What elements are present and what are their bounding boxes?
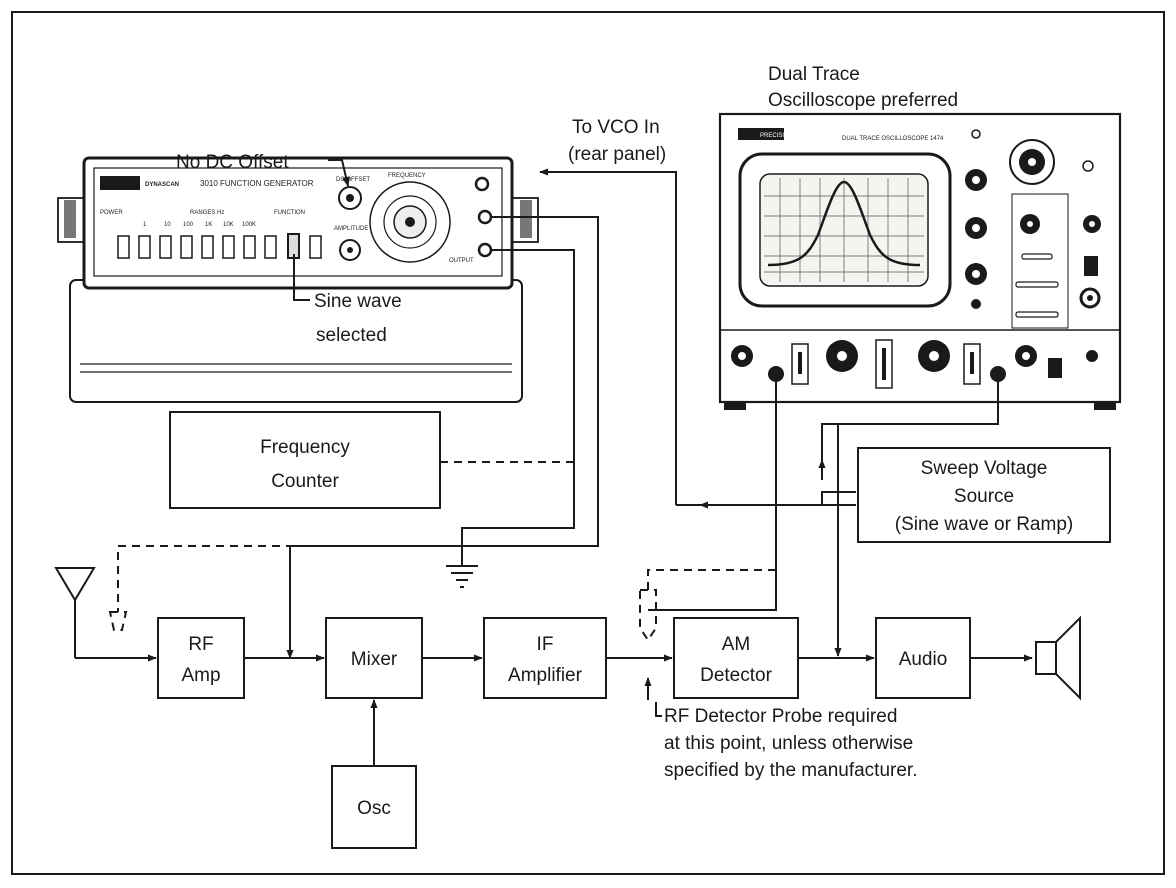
sweep-source-line3: (Sine wave or Ramp) xyxy=(895,514,1073,535)
osc-label: Osc xyxy=(357,798,391,819)
fg-title: 3010 FUNCTION GENERATOR xyxy=(200,179,314,188)
ground-symbol-icon xyxy=(446,565,478,588)
antenna-icon xyxy=(54,567,96,658)
frequency-counter-line2: Counter xyxy=(271,471,339,492)
fg-logo xyxy=(100,176,140,190)
fg-function-label: FUNCTION xyxy=(274,210,305,216)
scope-caption-line2: Oscilloscope preferred xyxy=(768,90,958,111)
svg-text:100: 100 xyxy=(183,222,194,228)
svg-text:10: 10 xyxy=(164,222,171,228)
fg-dc-offset-label: DC OFFSET xyxy=(336,177,370,183)
rf-amp-line2: Amp xyxy=(181,665,220,686)
scope-ch1-input[interactable] xyxy=(768,366,784,382)
vco-note-line2: (rear panel) xyxy=(568,144,666,165)
rf-amp-block xyxy=(157,617,245,699)
svg-text:1: 1 xyxy=(143,222,147,228)
sine-callout-line1: Sine wave xyxy=(314,291,402,312)
svg-text:100K: 100K xyxy=(242,222,256,228)
svg-text:10K: 10K xyxy=(223,222,234,228)
probe-tip-icon xyxy=(108,611,128,631)
sweep-source-line1: Sweep Voltage xyxy=(921,458,1048,479)
probe-note-line3: specified by the manufacturer. xyxy=(664,760,917,781)
fg-push-buttons[interactable] xyxy=(117,233,322,259)
probe-note-line2: at this point, unless otherwise xyxy=(664,733,913,754)
if-amplifier-line2: Amplifier xyxy=(508,665,583,686)
svg-text:1K: 1K xyxy=(205,222,212,228)
fg-frequency-label: FREQUENCY xyxy=(388,173,426,179)
fg-amplitude-label: AMPLITUDE xyxy=(334,226,368,232)
sine-callout-line2: selected xyxy=(316,325,387,346)
fg-brand: DYNASCAN xyxy=(145,182,179,188)
fg-ground-jack[interactable] xyxy=(477,209,493,225)
scope-model: DUAL TRACE OSCILLOSCOPE 1474 xyxy=(842,136,944,142)
scope-caption-line1: Dual Trace xyxy=(768,64,860,85)
rf-amp-line1: RF xyxy=(188,634,213,655)
am-detector-line1: AM xyxy=(722,634,751,655)
sweep-source-block xyxy=(857,447,1111,543)
am-detector-block xyxy=(673,617,799,699)
probe-note-line1: RF Detector Probe required xyxy=(664,706,897,727)
vco-note-line1: To VCO In xyxy=(572,117,660,138)
fg-output-jack[interactable] xyxy=(477,242,493,258)
scope-brand: PRECISION xyxy=(760,133,793,139)
audio-label: Audio xyxy=(899,649,948,670)
osc-block xyxy=(331,765,417,849)
function-generator: DYNASCAN 3010 FUNCTION GENERATOR POWER R… xyxy=(57,156,539,403)
fg-output-label: OUTPUT xyxy=(449,258,474,264)
speaker-icon xyxy=(1035,615,1081,701)
scope-trace-bell-curve xyxy=(767,180,921,267)
scope-ch2-input[interactable] xyxy=(990,366,1006,382)
fg-top-jack[interactable] xyxy=(474,176,490,192)
fg-cabinet xyxy=(69,279,523,403)
scope-graticule xyxy=(764,178,924,282)
fg-power-label: POWER xyxy=(100,210,123,216)
frequency-counter-block xyxy=(169,411,441,509)
if-amplifier-line1: IF xyxy=(537,634,554,655)
fg-ranges-label: RANGES Hz xyxy=(190,210,224,216)
diagram-frame xyxy=(11,11,1165,875)
mixer-block xyxy=(325,617,423,699)
fg-range-labels: 1 10 100 1K 10K 100K xyxy=(143,222,256,228)
scope-logo xyxy=(738,128,784,140)
frequency-counter-line1: Frequency xyxy=(260,437,350,458)
dc-offset-callout: No DC Offset xyxy=(176,152,289,173)
mixer-label: Mixer xyxy=(351,649,398,670)
audio-block xyxy=(875,617,971,699)
am-detector-line2: Detector xyxy=(700,665,772,686)
rf-detector-probe-icon xyxy=(639,589,657,642)
sweep-source-line2: Source xyxy=(954,486,1014,507)
oscilloscope: PRECISION DUAL TRACE OSCILLOSCOPE 1474 xyxy=(718,112,1122,410)
if-amplifier-block xyxy=(483,617,607,699)
